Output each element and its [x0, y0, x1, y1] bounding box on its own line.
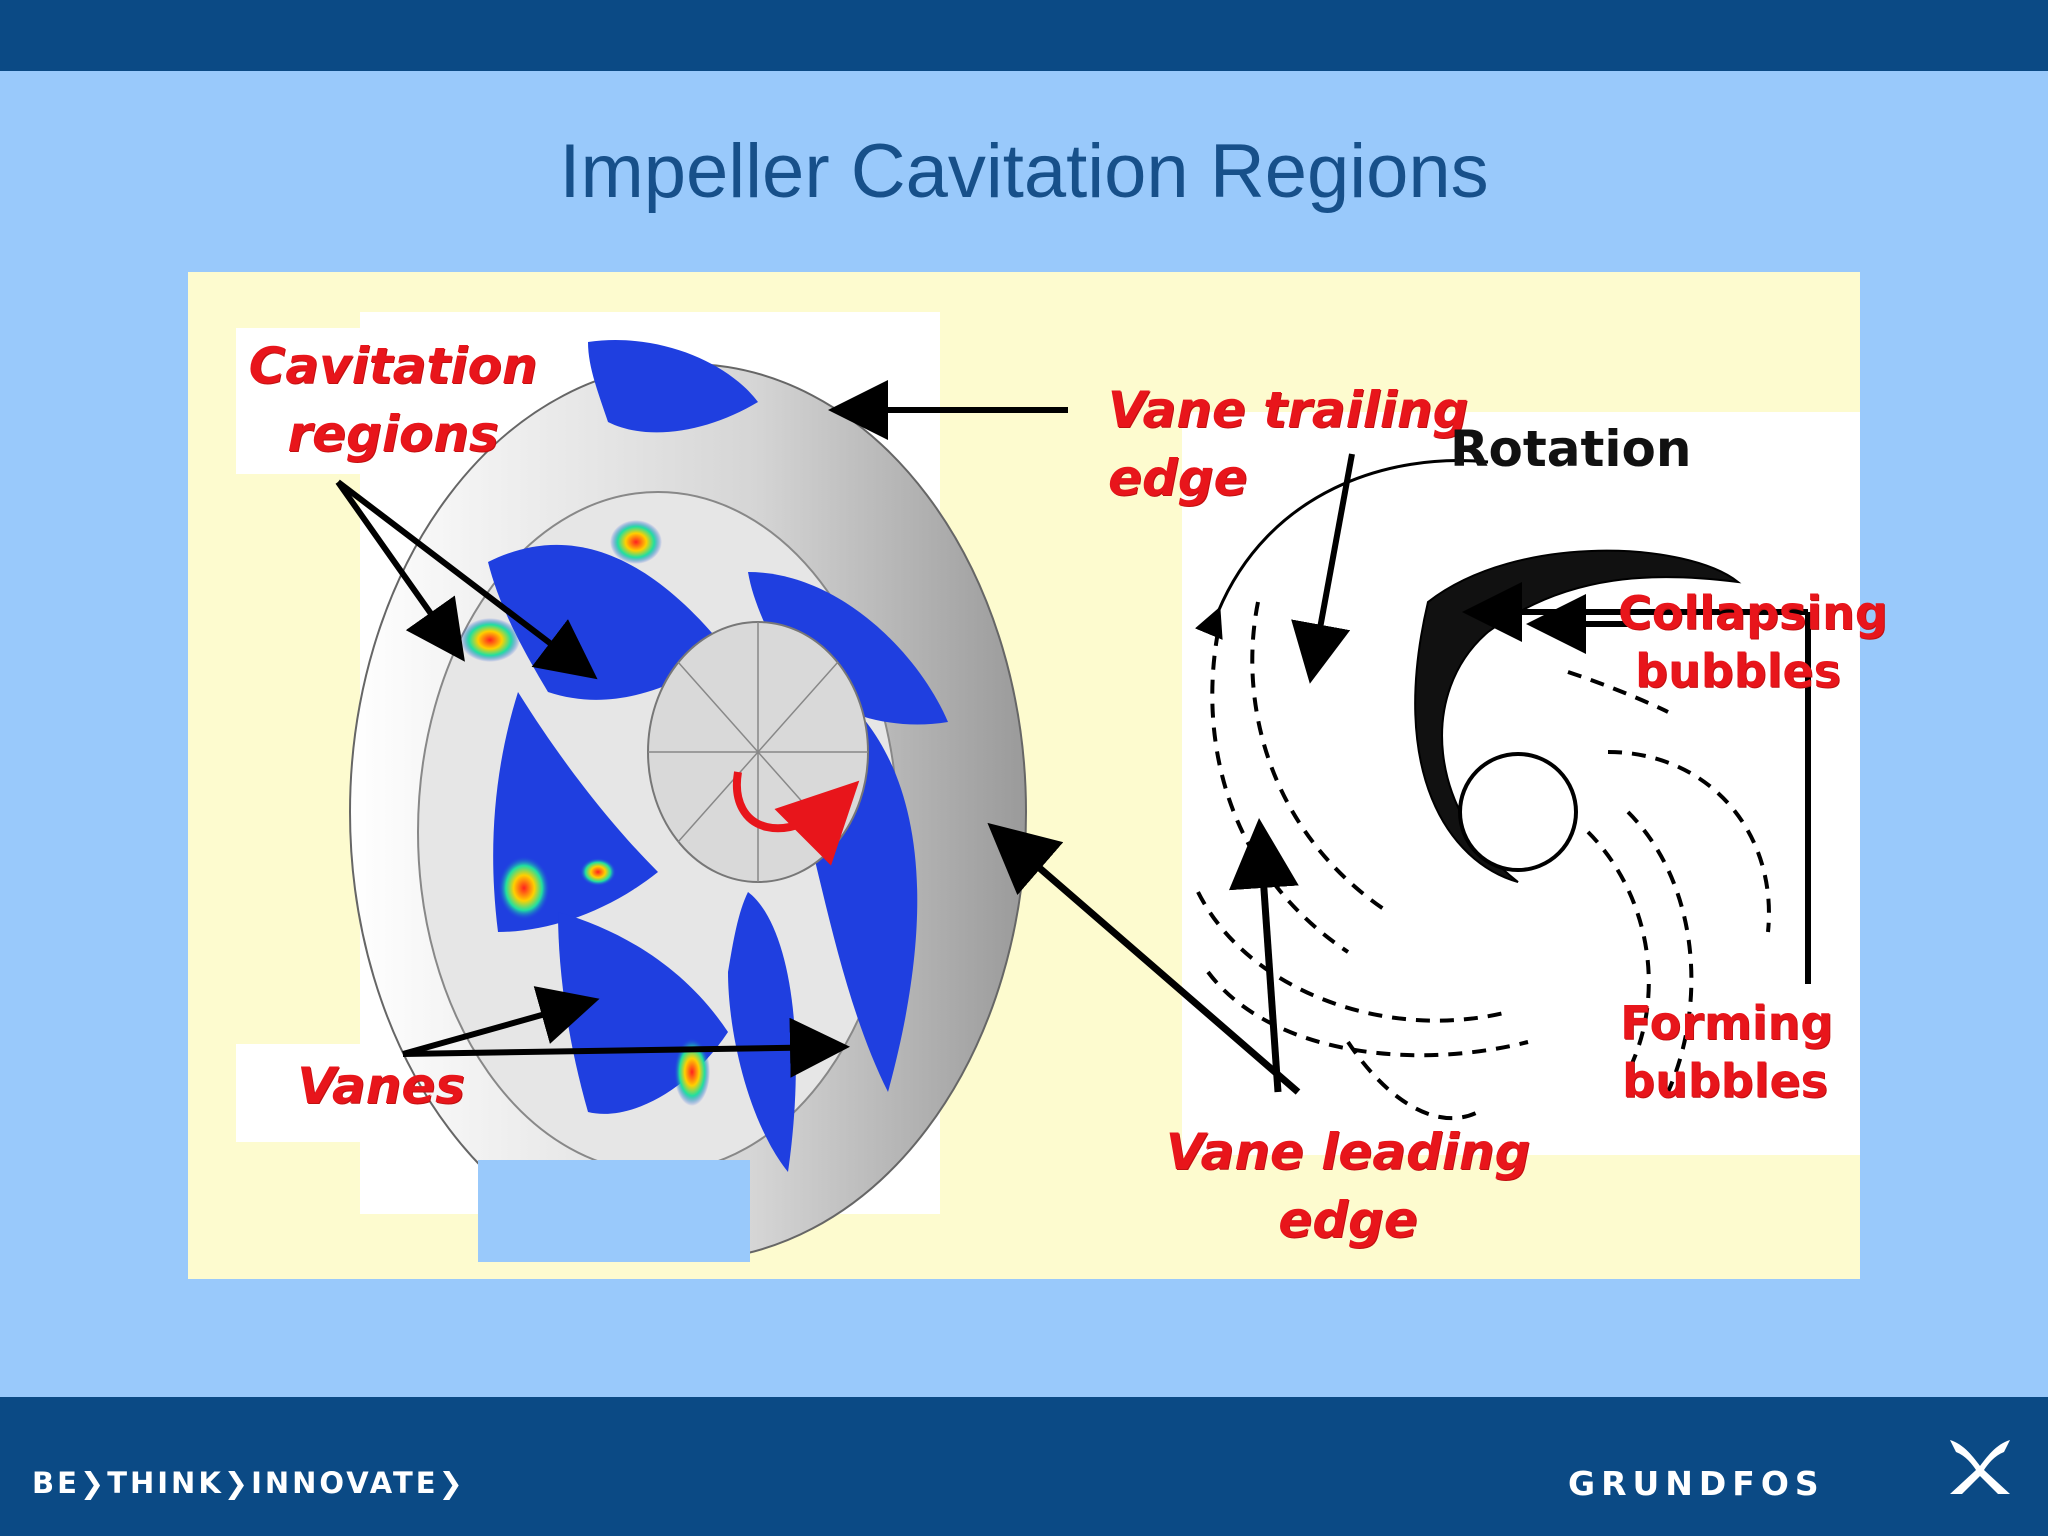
label-collapsing-bubbles: Collapsing bubbles — [1618, 586, 1888, 698]
arrow-leading-edge-2 — [1228, 818, 1299, 1093]
grundfos-logo-text: GRUNDFOS — [1568, 1464, 1825, 1503]
page-title: Impeller Cavitation Regions — [559, 129, 1489, 214]
header-bar — [0, 0, 2048, 71]
cavitation-spot — [610, 520, 662, 564]
arrow-trailing-edge-2 — [1291, 453, 1355, 684]
rotation-arrow-red — [732, 771, 860, 866]
grundfos-x-icon — [1950, 1440, 2010, 1494]
impeller-diagram — [236, 312, 1860, 1261]
footer-bar — [0, 1397, 2048, 1536]
arrow-vane-2 — [402, 1017, 850, 1078]
label-forming-bubbles: Forming bubbles — [1620, 996, 1834, 1108]
label-rotation: Rotation — [1450, 420, 1692, 478]
label-cavitation-regions: Cavitation regions — [248, 337, 538, 463]
rotation-curve — [1194, 459, 1489, 640]
label-vane-trailing-edge: Vane trailing edge — [1107, 381, 1469, 507]
footer-slogan: BE❯THINK❯INNOVATE❯ — [32, 1466, 466, 1500]
blank-placeholder-box — [478, 1160, 750, 1262]
vane-right — [748, 572, 948, 725]
label-vanes: Vanes — [297, 1057, 465, 1115]
volute-diagram — [1194, 459, 1811, 1121]
cavitation-spot — [498, 856, 550, 920]
arrow-cavitation-2 — [336, 479, 598, 680]
vane-bottom-right — [728, 892, 796, 1172]
label-vane-leading-edge: Vane leading edge — [1165, 1123, 1531, 1249]
arrow-leading-edge — [987, 822, 1301, 1095]
eye-circle — [1458, 752, 1578, 872]
cavitation-spot — [674, 1038, 710, 1106]
cavitation-spot — [580, 858, 616, 886]
vane-top — [588, 340, 758, 433]
arrow-cavitation-1 — [335, 480, 465, 662]
diagram-panel: Cavitation regions Vane trailing edge Ro… — [188, 272, 1888, 1279]
cavitation-spot — [460, 618, 520, 662]
arrow-vane-1 — [402, 986, 600, 1057]
